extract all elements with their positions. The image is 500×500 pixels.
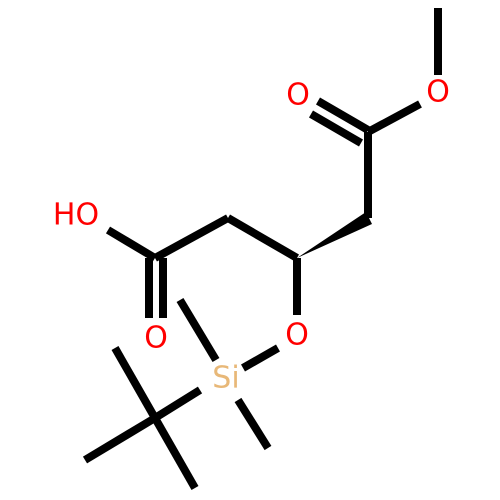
bond-o-si (241, 344, 280, 372)
wedge-bond-stereocenter (297, 212, 372, 258)
bond-tbu-methyl-up (111, 346, 159, 420)
bond-si-methyl-down (234, 397, 272, 451)
bond-tbu-methyl-down (151, 416, 199, 490)
bond-ester-carbonyl-2 (308, 110, 364, 147)
bond-stereo-ch2-left (225, 214, 300, 262)
atom-labels: O O HO O O Si (53, 75, 450, 396)
atom-o-acid-hydroxyl: HO (53, 198, 99, 233)
bond-si-methyl-up (176, 297, 220, 363)
bond-tbu-methyl-left (82, 414, 158, 464)
bond-ch2-acid-c (153, 214, 230, 262)
atom-o-silyl-ether: O (285, 318, 309, 353)
bond-o-ester-carbon (366, 100, 422, 136)
bond-si-tbu (152, 386, 203, 422)
bonds (82, 8, 442, 490)
atom-o-acid-carbonyl: O (144, 321, 168, 356)
atom-o-ester-ether: O (426, 75, 450, 110)
bond-ester-carbonyl-1 (315, 97, 371, 134)
atom-si: Si (212, 361, 239, 396)
bond-acid-c-oh (105, 226, 158, 262)
atom-o-ester-carbonyl: O (286, 78, 310, 113)
